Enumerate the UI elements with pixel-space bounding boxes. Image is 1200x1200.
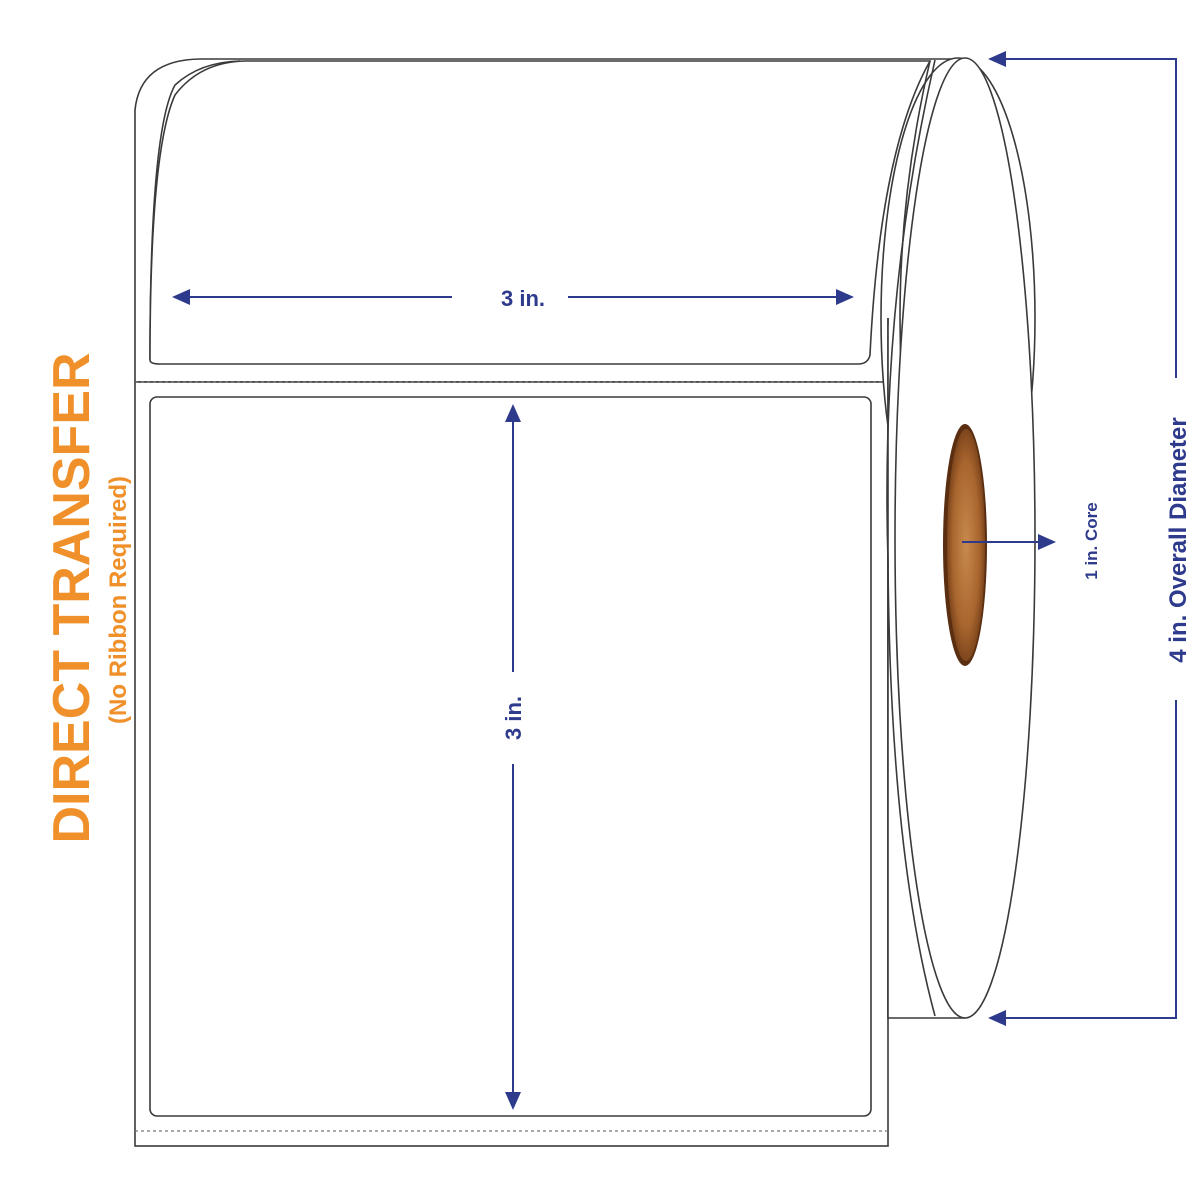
width-dimension-label: 3 in. xyxy=(501,286,545,311)
label-face xyxy=(149,396,872,1117)
height-dimension-label: 3 in. xyxy=(501,696,526,740)
print-method-title-main: DIRECT TRANSFER xyxy=(43,352,101,843)
roll-body xyxy=(134,58,966,383)
height-dimension: 3 in. xyxy=(501,404,526,1110)
core-dimension-label: 1 in. Core xyxy=(1082,502,1101,579)
roll-core xyxy=(943,424,987,666)
print-method-title-sub: (No Ribbon Required) xyxy=(105,476,132,724)
width-dimension: 3 in. xyxy=(172,286,854,311)
diameter-dimension: 4 in. Overall Diameter xyxy=(988,51,1192,1026)
diameter-dimension-label: 4 in. Overall Diameter xyxy=(1165,417,1192,662)
core-dimension: 1 in. Core xyxy=(962,502,1101,580)
print-method-title: DIRECT TRANSFER (No Ribbon Required) xyxy=(43,352,132,843)
